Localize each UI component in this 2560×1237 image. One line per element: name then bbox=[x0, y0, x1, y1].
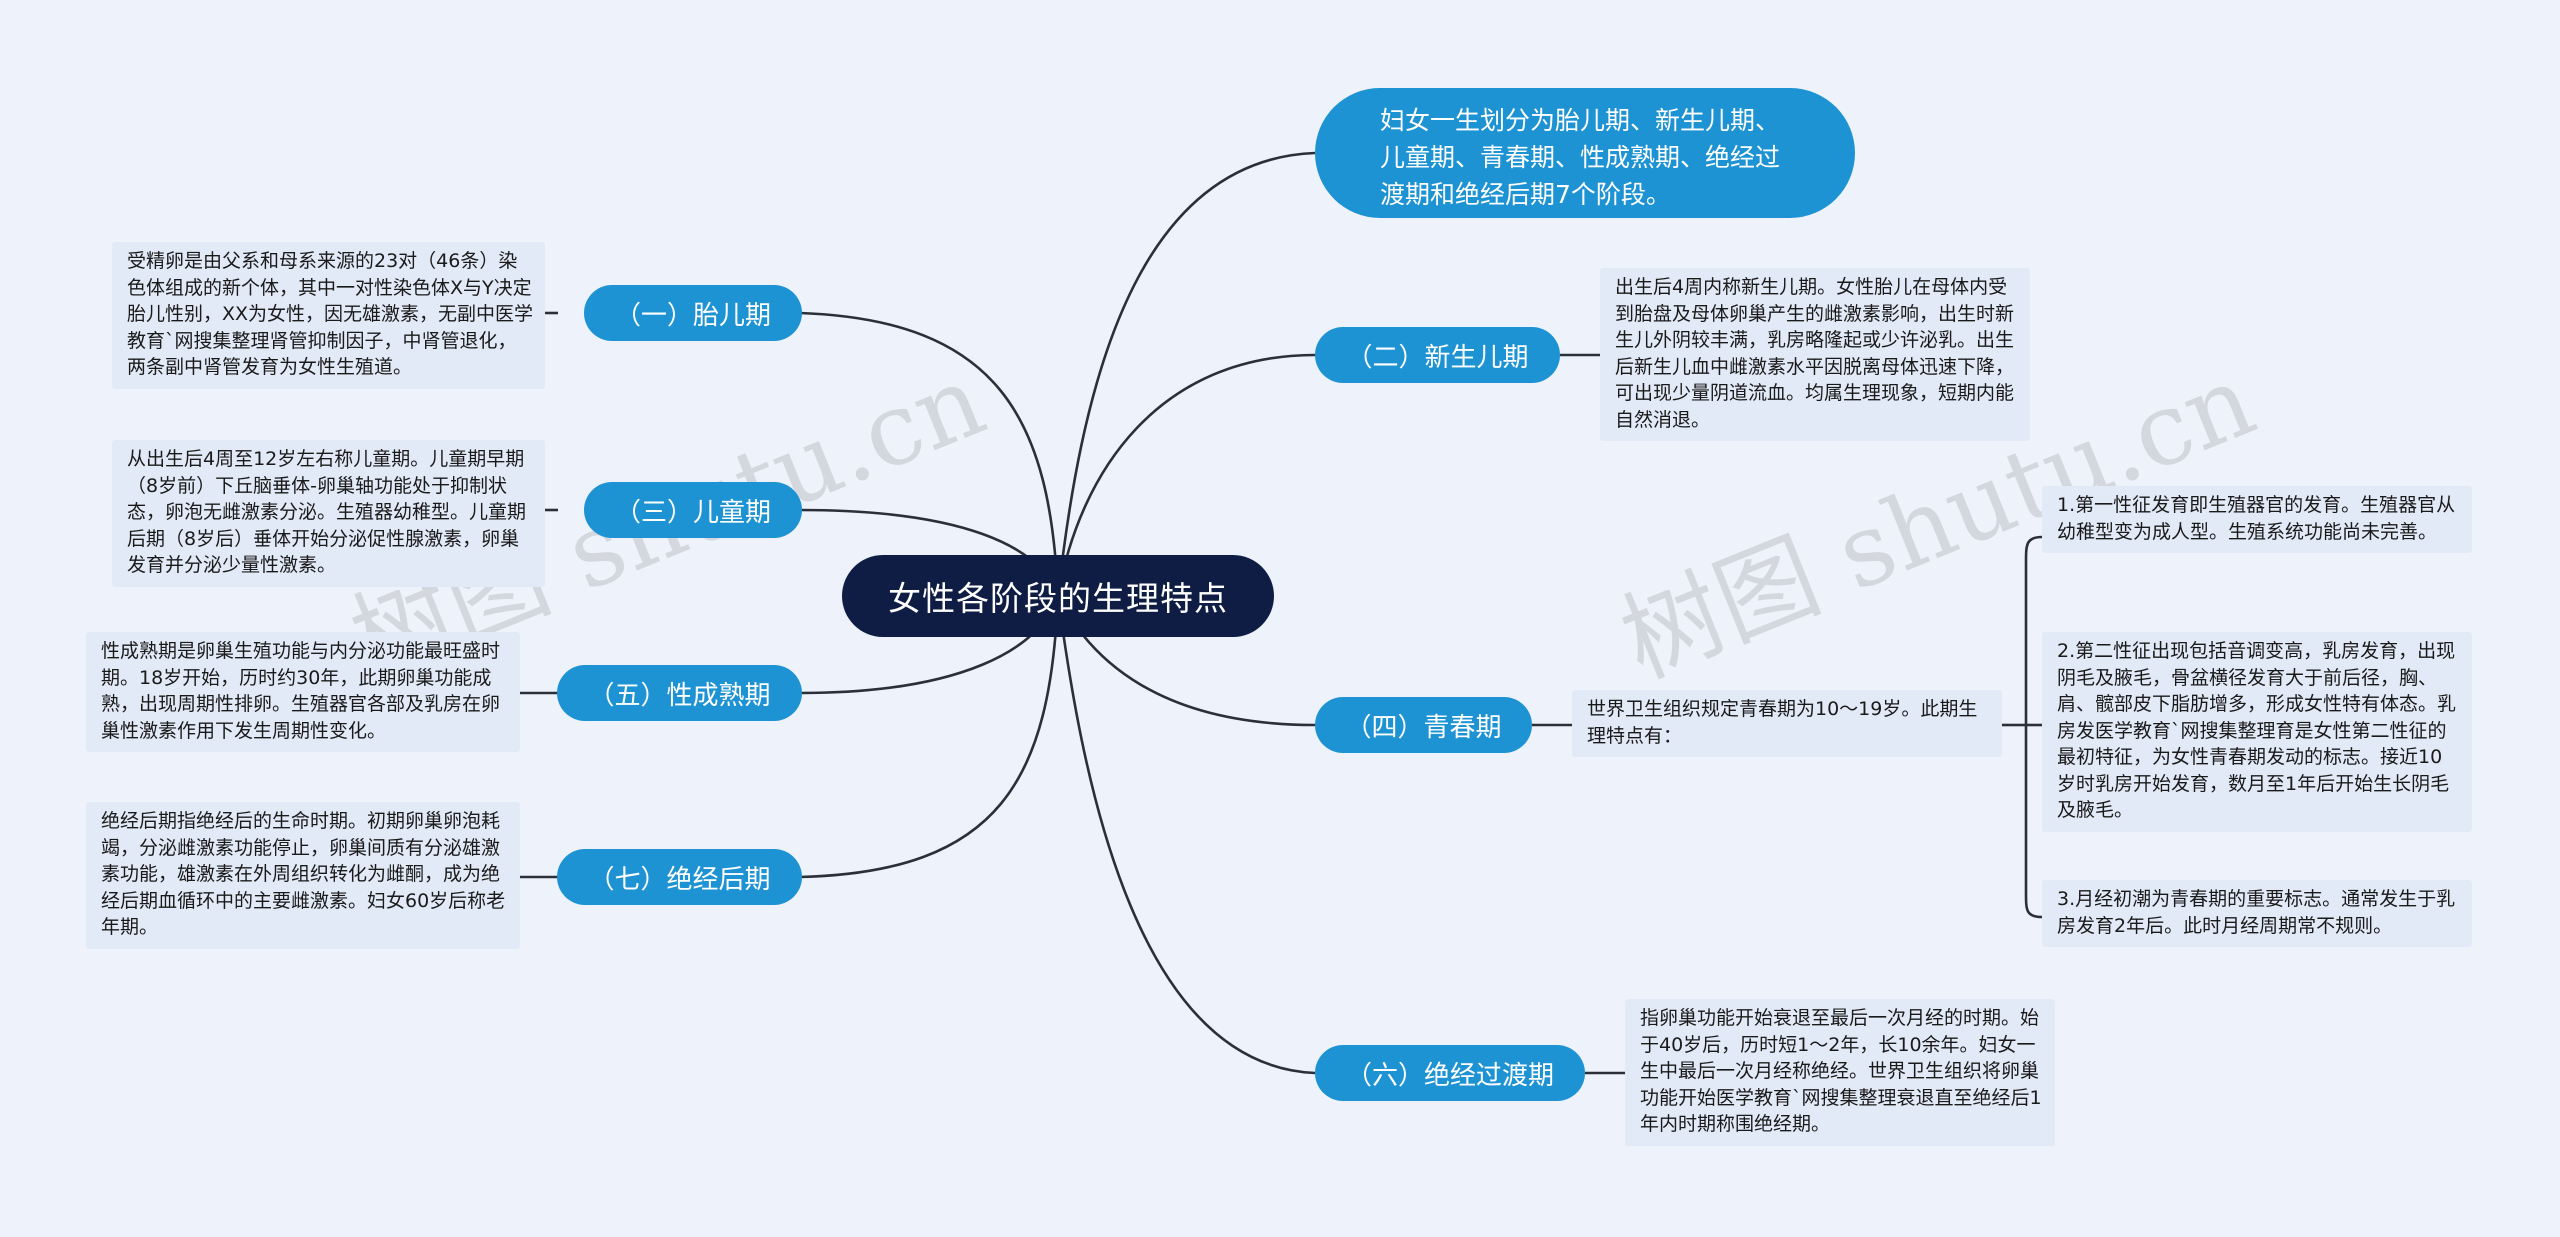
note-fetal: 受精卵是由父系和母系来源的23对（46条）染色体组成的新个体，其中一对性染色体X… bbox=[112, 242, 545, 389]
branch-fetal[interactable]: （一）胎儿期 bbox=[584, 285, 802, 341]
note-postmenopause: 绝经后期指绝经后的生命时期。初期卵巢卵泡耗竭，分泌雌激素功能停止，卵巢间质有分泌… bbox=[86, 802, 520, 949]
branch-transition[interactable]: （六）绝经过渡期 bbox=[1315, 1045, 1585, 1101]
summary-node[interactable]: 妇女一生划分为胎儿期、新生儿期、儿童期、青春期、性成熟期、绝经过渡期和绝经后期7… bbox=[1315, 88, 1855, 218]
branch-maturity[interactable]: （五）性成熟期 bbox=[557, 665, 802, 721]
puberty-item-2: 2.第二性征出现包括音调变高，乳房发育，出现阴毛及腋毛，骨盆横径发育大于前后径，… bbox=[2042, 632, 2472, 832]
puberty-item-3: 3.月经初潮为青春期的重要标志。通常发生于乳房发育2年后。此时月经周期常不规则。 bbox=[2042, 880, 2472, 947]
branch-puberty[interactable]: （四）青春期 bbox=[1315, 697, 1532, 753]
note-childhood: 从出生后4周至12岁左右称儿童期。儿童期早期（8岁前）下丘脑垂体-卵巢轴功能处于… bbox=[112, 440, 545, 587]
branch-newborn[interactable]: （二）新生儿期 bbox=[1315, 327, 1560, 383]
branch-postmenopause[interactable]: （七）绝经后期 bbox=[557, 849, 802, 905]
root-node[interactable]: 女性各阶段的生理特点 bbox=[842, 555, 1274, 637]
note-puberty: 世界卫生组织规定青春期为10～19岁。此期生理特点有： bbox=[1572, 690, 2002, 757]
note-transition: 指卵巢功能开始衰退至最后一次月经的时期。始于40岁后，历时短1～2年，长10余年… bbox=[1625, 999, 2055, 1146]
puberty-item-1: 1.第一性征发育即生殖器官的发育。生殖器官从幼稚型变为成人型。生殖系统功能尚未完… bbox=[2042, 486, 2472, 553]
note-newborn: 出生后4周内称新生儿期。女性胎儿在母体内受到胎盘及母体卵巢产生的雌激素影响，出生… bbox=[1600, 268, 2030, 441]
branch-childhood[interactable]: （三）儿童期 bbox=[584, 482, 802, 538]
note-maturity: 性成熟期是卵巢生殖功能与内分泌功能最旺盛时期。18岁开始，历时约30年，此期卵巢… bbox=[86, 632, 520, 752]
